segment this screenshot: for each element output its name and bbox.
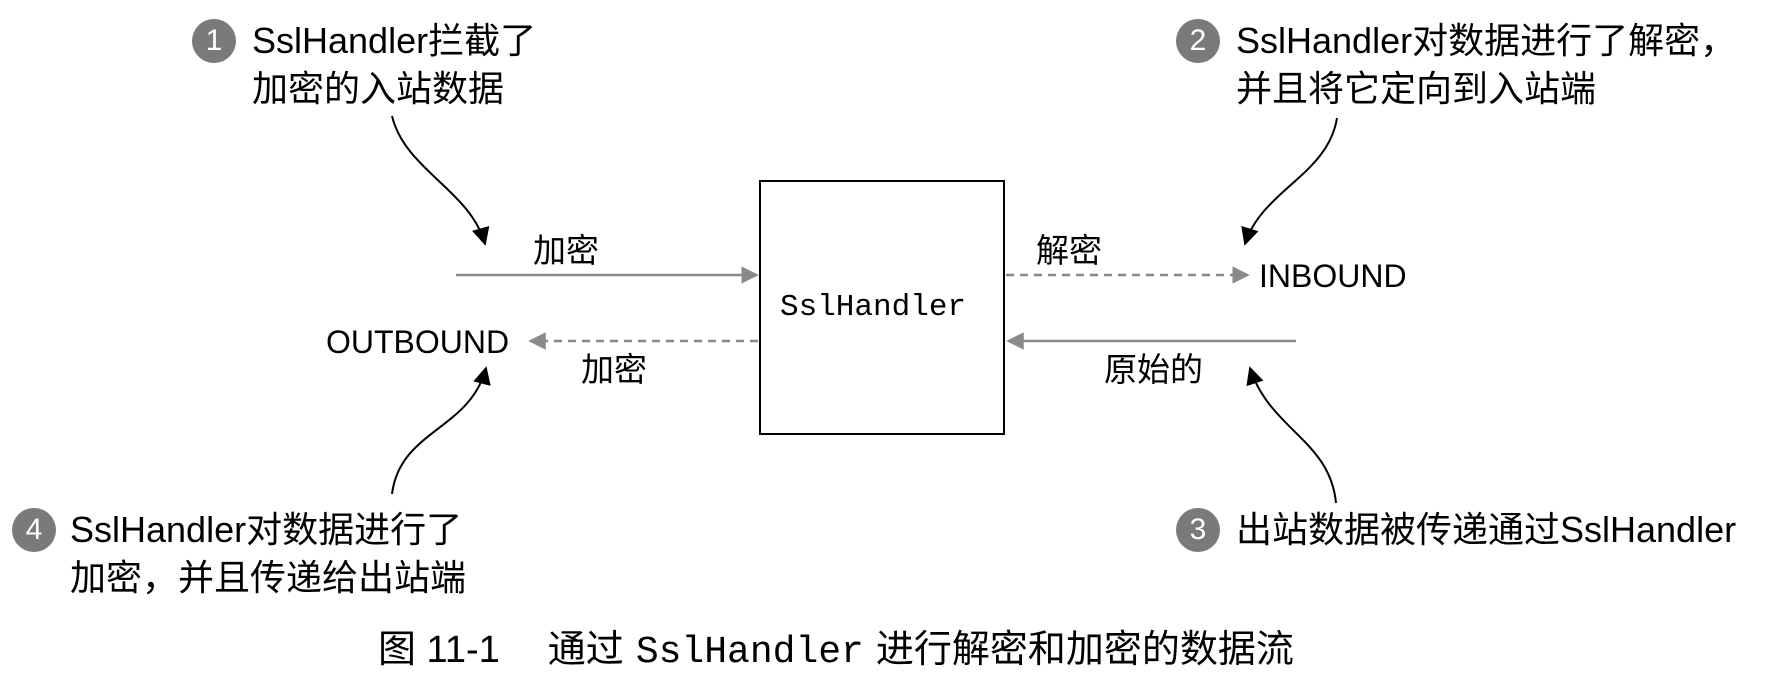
callout-1-line-2: 加密的入站数据	[252, 68, 505, 109]
callout-2-badge: 2	[1176, 19, 1220, 63]
callout-1-pointer	[391, 115, 490, 246]
outbound-label: OUTBOUND	[326, 324, 510, 360]
callout-4-badge: 4	[12, 508, 56, 552]
callout-2-line-2: 并且将它定向到入站端	[1236, 68, 1597, 109]
callout-3-pointer	[1246, 366, 1337, 504]
callout-3-badge: 3	[1176, 508, 1220, 552]
caption-after: 进行解密和加密的数据流	[875, 629, 1294, 671]
callout-4-pointer	[391, 366, 491, 495]
callout-4-line-1: SslHandler对数据进行了	[70, 509, 463, 550]
callout-3-line-1: 出站数据被传递通过SslHandler	[1236, 509, 1737, 550]
bottom-left-flow-label: 加密	[581, 351, 647, 388]
callout-2-pointer	[1241, 117, 1338, 246]
top-right-flow-label: 解密	[1036, 232, 1102, 269]
caption-before: 通过	[547, 629, 624, 671]
ssl-handler-label: SslHandler	[780, 290, 967, 325]
inbound-label: INBOUND	[1259, 258, 1407, 294]
top-left-flow-label: 加密	[533, 232, 599, 269]
callout-2-line-1: SslHandler对数据进行了解密，	[1236, 20, 1737, 61]
caption-code: SslHandler	[635, 631, 864, 674]
ssl-handler-box	[759, 180, 1005, 435]
caption-prefix: 图 11-1	[378, 629, 500, 671]
figure-caption: 图 11-1 通过 SslHandler 进行解密和加密的数据流	[378, 627, 1294, 676]
callout-4-line-2: 加密，并且传递给出站端	[70, 557, 467, 598]
bottom-right-flow-label: 原始的	[1104, 351, 1203, 388]
callout-1-line-1: SslHandler拦截了	[252, 20, 537, 61]
callout-1-badge: 1	[192, 19, 236, 63]
